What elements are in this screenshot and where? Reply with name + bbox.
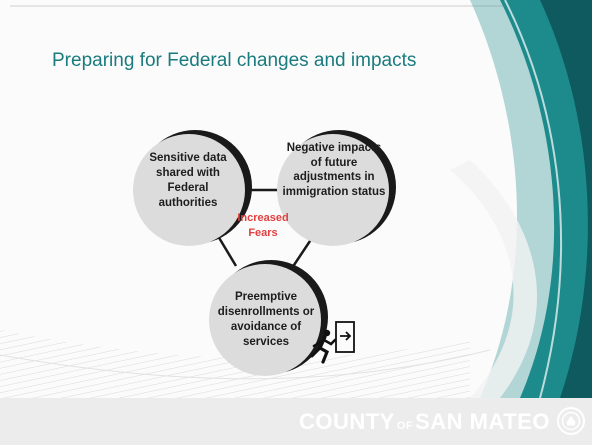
node-negative-impacts: Negative impacts of future adjustments i… (282, 142, 386, 198)
node-left-circle (133, 134, 245, 246)
connector-left-bottom (216, 235, 238, 267)
connector-right-bottom (290, 237, 314, 269)
brand-of: OF (396, 420, 414, 432)
exit-running-person-icon (310, 321, 355, 364)
center-label-line2: Fears (248, 227, 278, 239)
county-seal-icon (557, 407, 585, 435)
slide-title: Preparing for Federal changes and impact… (52, 50, 417, 71)
increased-fears-label: Increased Fears (228, 211, 298, 241)
node-right-circle (277, 134, 389, 246)
node-sensitive-data: Sensitive data shared with Federal autho… (149, 152, 227, 209)
brand-county: COUNTY (298, 409, 395, 434)
center-label-line1: Increased (237, 212, 289, 224)
brand-san-mateo: SAN MATEO (415, 409, 550, 434)
node-bottom-circle (209, 264, 321, 376)
node-preemptive: Preemptive disenrollments or avoidance o… (217, 291, 315, 348)
